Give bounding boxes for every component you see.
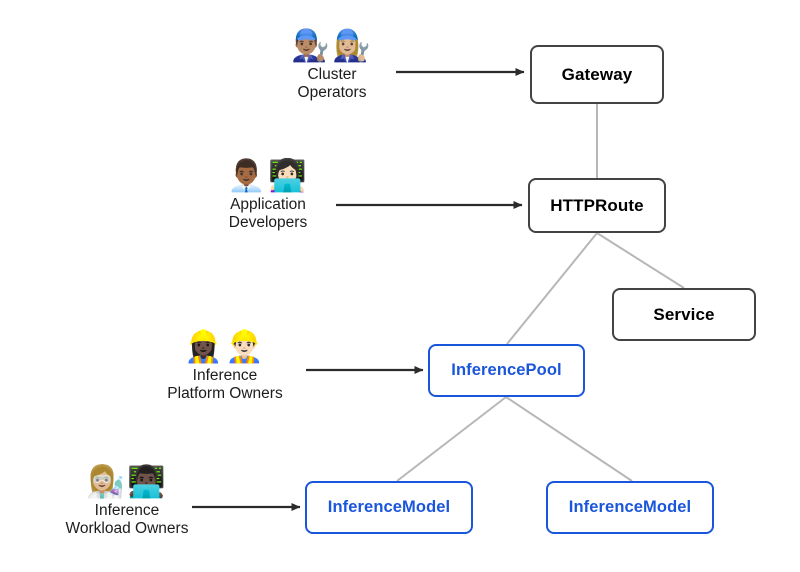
persona-application-developers-label: Application Developers	[229, 196, 307, 234]
node-service-label: Service	[653, 304, 715, 324]
persona-inference-workload-owners-label: Inference Workload Owners	[66, 502, 189, 540]
node-inferencepool[interactable]: InferencePool	[428, 344, 585, 397]
persona-inference-platform-owners-line2: Platform Owners	[167, 385, 283, 403]
inference-platform-owners-emoji-icon: 👷🏿‍♀️👷🏻‍♂️	[184, 329, 266, 365]
persona-cluster-operators-label: Cluster Operators	[298, 66, 367, 104]
relation-httproute-inferencepool	[506, 232, 598, 345]
node-inferencemodel-1-label: InferenceModel	[327, 498, 451, 516]
node-gateway[interactable]: Gateway	[530, 45, 664, 104]
relation-httproute-service	[596, 232, 685, 289]
node-inferencepool-label: InferencePool	[451, 361, 562, 379]
cluster-operators-emoji-icon: 👨🏽‍🔧👩🏼‍🔧	[291, 28, 373, 64]
persona-application-developers: 👨🏾‍💼👩🏻‍💻 Application Developers	[163, 160, 373, 233]
persona-cluster-operators: 👨🏽‍🔧👩🏼‍🔧 Cluster Operators	[227, 30, 437, 103]
relation-inferencepool-inferencemodel-2	[505, 396, 633, 482]
persona-cluster-operators-line1: Cluster	[307, 65, 357, 83]
persona-inference-platform-owners-line1: Inference	[192, 366, 258, 384]
persona-inference-platform-owners: 👷🏿‍♀️👷🏻‍♂️ Inference Platform Owners	[120, 331, 330, 404]
node-service[interactable]: Service	[612, 288, 756, 341]
node-gateway-label: Gateway	[561, 64, 633, 84]
persona-inference-workload-owners: 👩🏼‍🔬👨🏿‍💻 Inference Workload Owners	[22, 466, 232, 539]
node-httproute[interactable]: HTTPRoute	[528, 178, 666, 233]
relation-inferencepool-inferencemodel-1	[396, 396, 507, 482]
persona-application-developers-line1: Application	[230, 195, 306, 213]
persona-application-developers-line2: Developers	[228, 214, 308, 232]
persona-inference-workload-owners-line2: Workload Owners	[65, 520, 189, 538]
node-inferencemodel-2[interactable]: InferenceModel	[546, 481, 714, 534]
persona-cluster-operators-line2: Operators	[297, 84, 367, 102]
node-inferencemodel-1[interactable]: InferenceModel	[305, 481, 473, 534]
persona-inference-workload-owners-line1: Inference	[94, 501, 160, 519]
application-developers-emoji-icon: 👨🏾‍💼👩🏻‍💻	[227, 158, 309, 194]
node-inferencemodel-2-label: InferenceModel	[568, 498, 692, 516]
inference-workload-owners-emoji-icon: 👩🏼‍🔬👨🏿‍💻	[86, 464, 168, 500]
node-httproute-label: HTTPRoute	[550, 195, 644, 215]
persona-inference-platform-owners-label: Inference Platform Owners	[167, 367, 282, 405]
persona-arrows	[192, 68, 525, 511]
